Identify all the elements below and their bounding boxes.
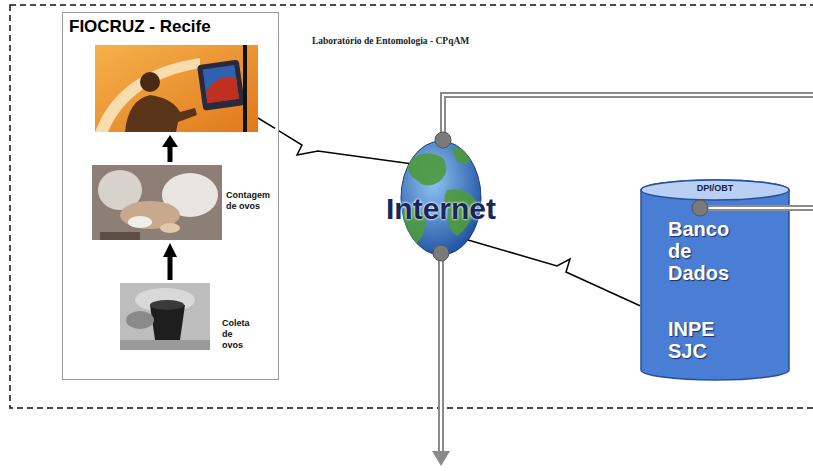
counting-photo	[162, 173, 218, 217]
junction-dot	[692, 200, 708, 216]
db-label: Banco de Dados	[668, 218, 740, 284]
computer-photo	[204, 76, 239, 104]
double-line	[443, 95, 813, 138]
computer-photo	[95, 58, 200, 132]
double-line	[440, 253, 442, 452]
counting-photo	[100, 232, 140, 240]
double-line	[438, 253, 444, 452]
org-box: FIOCRUZ - RecifeContagem de ovosColeta d…	[62, 12, 279, 380]
lab-note: Laboratório de Entomologia - CPqAM	[312, 35, 469, 47]
photo-step: Coleta de ovos	[118, 280, 254, 355]
double-line	[432, 95, 813, 466]
link-stub	[258, 118, 275, 128]
box-heading: FIOCRUZ - Recife	[69, 17, 211, 37]
counting-photo	[128, 216, 152, 228]
connector	[468, 240, 640, 306]
double-line	[443, 95, 813, 138]
globe-land	[451, 148, 473, 164]
globe-land	[408, 153, 446, 185]
step-label: Contagem de ovos	[226, 190, 272, 212]
collection-photo	[150, 305, 185, 340]
database-cylinder: DPI/OBT Banco de DadosINPE SJC	[640, 178, 790, 382]
internet-globe: Internet	[381, 140, 501, 258]
photo-step: Contagem de ovos	[92, 163, 275, 243]
double-line	[432, 451, 450, 466]
double-line	[700, 207, 813, 209]
flow-arrow	[162, 135, 178, 147]
junction-dot	[433, 132, 708, 261]
computer-photo	[197, 59, 245, 110]
computer-photo	[243, 45, 247, 132]
connector	[168, 253, 173, 280]
db-tag: DPI/OBT	[640, 183, 790, 194]
computer-photo	[203, 65, 239, 103]
link-stub	[258, 118, 275, 128]
computer-photo	[197, 59, 245, 110]
collection-photo	[120, 283, 210, 350]
computer-photo	[95, 45, 258, 132]
collection-photo	[126, 311, 154, 329]
collection-photo	[135, 288, 195, 312]
computer-photo	[125, 95, 197, 132]
computer-photo	[95, 45, 258, 132]
double-line	[700, 205, 813, 211]
cylinder-body	[641, 180, 789, 380]
counting-photo	[160, 223, 180, 233]
system-boundary	[10, 5, 813, 408]
cylinder-top	[641, 180, 789, 200]
flow-arrow	[162, 135, 178, 162]
step-label: Coleta de ovos	[222, 318, 254, 351]
counting-photo	[92, 165, 222, 240]
counting-photo	[92, 165, 222, 240]
counting-photo	[98, 170, 142, 210]
db-label: INPE SJC	[668, 318, 740, 362]
network-label: Internet	[381, 192, 501, 226]
junction-dot	[435, 132, 451, 148]
junction-dot	[433, 245, 449, 261]
collection-photo	[120, 283, 210, 350]
connector	[279, 131, 409, 164]
collection-photo	[150, 300, 184, 310]
collection-photo	[120, 340, 210, 350]
flow-arrow	[168, 146, 173, 162]
computer-photo	[140, 72, 160, 92]
counting-photo	[120, 201, 180, 229]
